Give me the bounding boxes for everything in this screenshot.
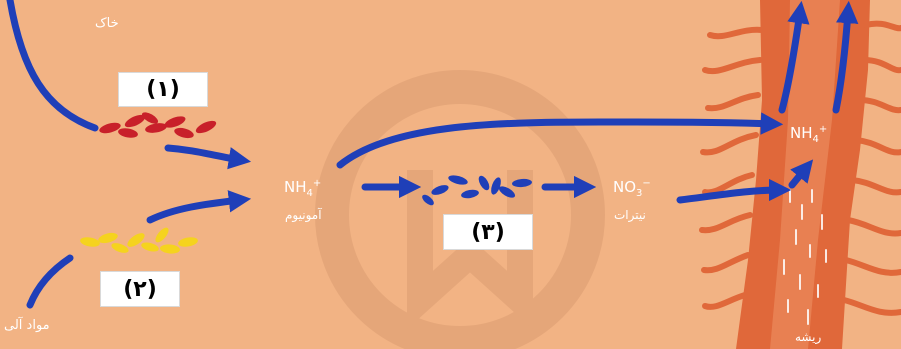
arrow-root-up-right xyxy=(832,0,859,114)
arrow-nitrate-to-root xyxy=(676,178,792,204)
organic-matter-label: مواد آلی xyxy=(4,318,50,333)
root-label: ریشه xyxy=(795,330,822,344)
root-ammonium-formula: NH4+ xyxy=(790,124,827,145)
ammonium-label: آمونیوم xyxy=(285,208,322,222)
nitrate-superscript: − xyxy=(642,178,651,189)
nitrate-label: نیترات xyxy=(614,208,646,222)
nitrate-formula: NO3− xyxy=(613,178,651,199)
ammonium-formula: NH4+ xyxy=(284,178,321,199)
step-3-box: (۳) xyxy=(443,214,533,250)
root-ammonium-base: NH xyxy=(790,124,813,142)
step-2-box: (۲) xyxy=(100,271,180,307)
watermark-logo xyxy=(315,70,605,349)
arrow-red-to-ammonium xyxy=(164,144,252,170)
arrow-root-ammonium-to-nitrate-junction xyxy=(788,159,814,189)
ammonium-subscript: 4 xyxy=(306,188,313,199)
arrow-root-up-left xyxy=(778,0,810,114)
arrow-organic-curve xyxy=(26,254,74,309)
soil-label: خاک xyxy=(95,16,119,31)
arrow-soil-curve xyxy=(6,0,99,132)
arrow-yellow-to-ammonium xyxy=(146,190,252,224)
nitrate-subscript: 3 xyxy=(636,188,643,199)
yellow-bacteria xyxy=(80,227,198,254)
red-bacteria xyxy=(99,112,217,139)
arrow-ammonium-to-root xyxy=(336,112,784,169)
arrows xyxy=(6,0,859,309)
blue-bacteria xyxy=(422,175,532,206)
ammonium-base: NH xyxy=(284,178,307,196)
root-ammonium-subscript: 4 xyxy=(812,134,819,145)
step-1-box: (۱) xyxy=(118,72,208,107)
ammonium-superscript: + xyxy=(312,178,322,189)
nitrate-base: NO xyxy=(613,178,637,196)
root-ammonium-superscript: + xyxy=(818,124,828,135)
